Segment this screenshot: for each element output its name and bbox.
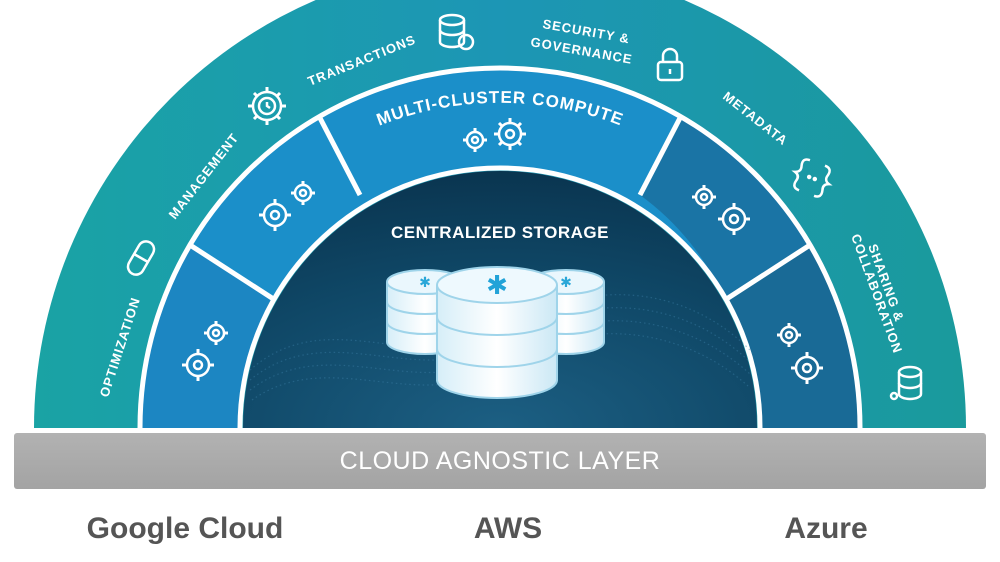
database-center: ✱ — [436, 266, 558, 399]
gear-icon — [291, 181, 315, 205]
gear-icon — [259, 199, 291, 231]
database-sync-icon — [438, 13, 475, 51]
cloud-agnostic-layer: CLOUD AGNOSTIC LAYER — [14, 433, 986, 489]
braces-icon — [791, 158, 833, 198]
gear-icon — [692, 185, 716, 209]
lock-icon — [656, 47, 684, 82]
gear-icon — [777, 323, 801, 347]
gear-icon — [204, 321, 228, 345]
provider-azure: Azure — [784, 512, 868, 545]
database-stack-icon: ✱ ✱ ✱ — [386, 266, 605, 399]
compute-gears — [182, 118, 823, 384]
svg-text:✱: ✱ — [486, 271, 508, 301]
gear-icon — [718, 203, 750, 235]
gear-clock-icon — [248, 87, 286, 125]
gear-icon — [791, 352, 823, 384]
wave-texture — [249, 294, 751, 401]
gear-icon — [494, 118, 526, 150]
svg-text:✱: ✱ — [560, 275, 572, 291]
pill-icon — [126, 240, 156, 276]
gear-icon — [463, 128, 487, 152]
gear-icon — [182, 349, 214, 381]
provider-google-cloud: Google Cloud — [86, 512, 284, 545]
provider-aws: AWS — [473, 512, 543, 545]
database-share-icon — [889, 365, 923, 401]
compute-ring — [137, 65, 863, 429]
service-icons — [126, 13, 923, 401]
svg-text:✱: ✱ — [419, 275, 431, 291]
center-storage-label: CENTRALIZED STORAGE — [391, 223, 609, 242]
